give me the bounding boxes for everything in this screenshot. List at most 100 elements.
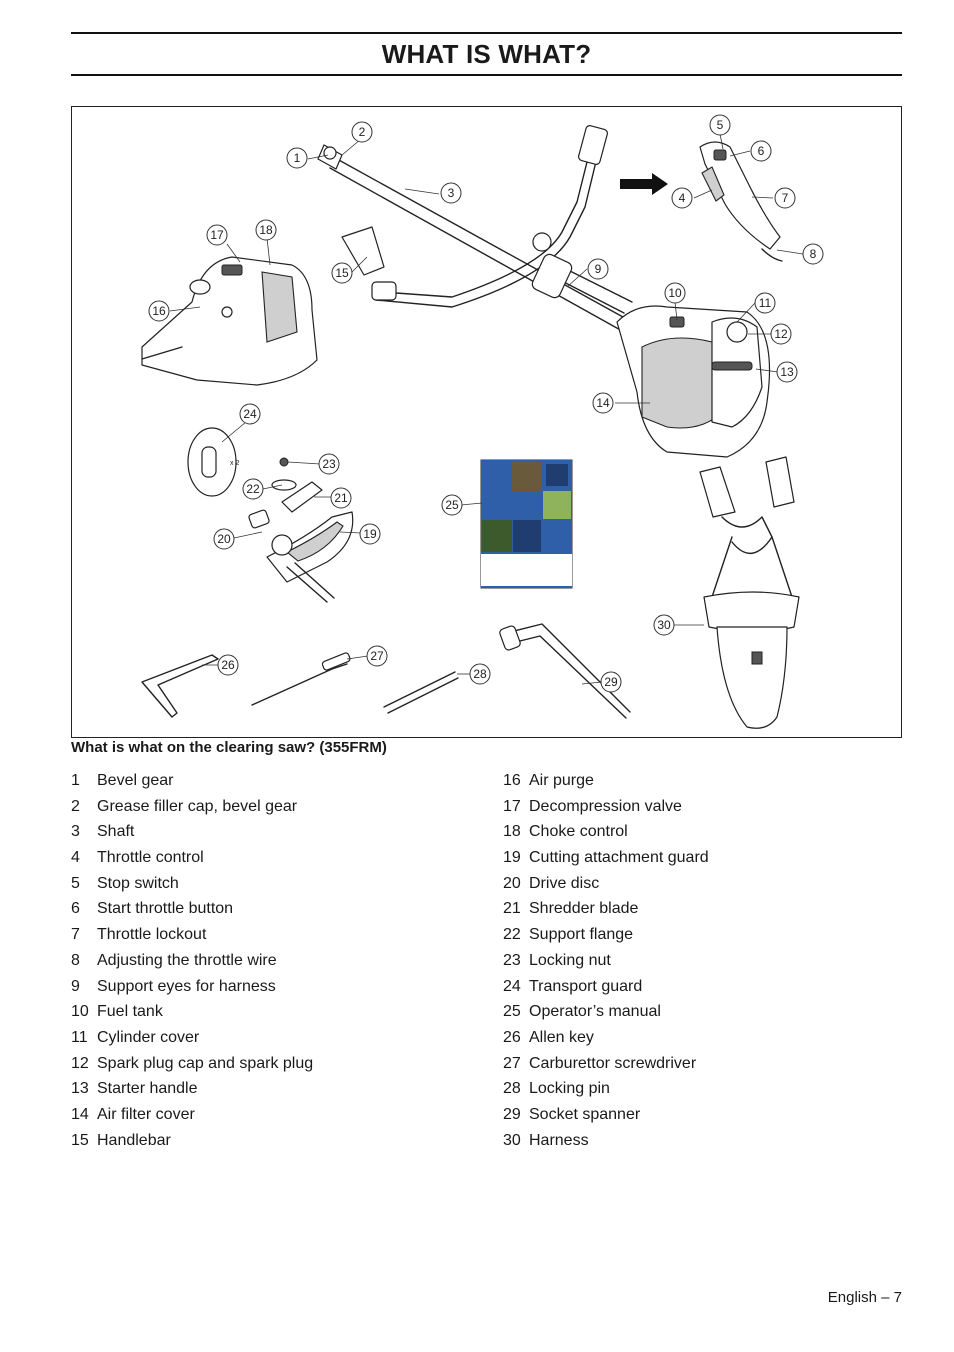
item-number: 7 <box>71 926 80 944</box>
item-number: 17 <box>503 797 521 815</box>
item-label: Grease filler cap, bevel gear <box>97 797 298 815</box>
screwdriver-drawing <box>251 663 348 706</box>
item-label: Locking pin <box>529 1080 610 1098</box>
callout-24: 24 <box>239 403 261 425</box>
svg-text:21: 21 <box>334 491 348 505</box>
item-label: Choke control <box>529 823 628 841</box>
item-number: 16 <box>503 772 521 789</box>
item-number: 19 <box>503 849 521 867</box>
item-label: Air filter cover <box>97 1105 195 1123</box>
item-label: Socket spanner <box>529 1105 641 1123</box>
svg-text:5: 5 <box>717 118 724 132</box>
svg-text:1: 1 <box>294 151 301 165</box>
item-label: Locking nut <box>529 951 611 969</box>
leader-lines <box>169 133 804 685</box>
parts-list-right: 16 Air purge 17 Decompression valve 18 Chok… <box>503 771 709 1156</box>
item-label: Starter handle <box>97 1080 198 1098</box>
svg-text:19: 19 <box>363 527 377 541</box>
svg-text:12: 12 <box>774 327 788 341</box>
callout-20: 20 <box>213 528 235 550</box>
item-label: Operator’s manual <box>529 1003 661 1021</box>
svg-text:10: 10 <box>668 286 682 300</box>
item-number: 30 <box>503 1131 521 1149</box>
svg-text:24: 24 <box>243 407 257 421</box>
item-number: 12 <box>71 1054 89 1072</box>
callout-28: 28 <box>469 663 491 685</box>
item-number: 5 <box>71 874 80 892</box>
svg-text:2: 2 <box>359 125 366 139</box>
callout-25: 25 <box>441 494 463 516</box>
tools-drawing <box>141 623 631 719</box>
engine-drawing <box>531 253 771 458</box>
svg-text:9: 9 <box>595 262 602 276</box>
callout-13: 13 <box>776 361 798 383</box>
allen-key-drawing <box>141 654 219 718</box>
harness-drawing <box>699 456 800 729</box>
item-label: Air purge <box>529 772 594 789</box>
item-label: Drive disc <box>529 874 600 892</box>
item-number: 14 <box>71 1105 89 1123</box>
page-footer: English – 7 <box>827 1289 902 1306</box>
callout-11: 11 <box>754 292 776 314</box>
svg-text:23: 23 <box>322 457 336 471</box>
svg-text:7: 7 <box>782 191 789 205</box>
throttle-handle-drawing <box>699 141 783 262</box>
svg-text:8: 8 <box>810 247 817 261</box>
callout-9: 9 <box>587 258 609 280</box>
list-item: 18 Choke control <box>503 822 709 848</box>
callout-30: 30 <box>653 614 675 636</box>
item-number: 20 <box>503 874 521 892</box>
svg-text:14: 14 <box>596 396 610 410</box>
callout-29: 29 <box>600 671 622 693</box>
callout-19: 19 <box>359 523 381 545</box>
item-label: Support eyes for harness <box>97 977 276 995</box>
callout-27: 27 <box>366 645 388 667</box>
item-label: Bevel gear <box>97 772 174 789</box>
list-item: 20 Drive disc <box>503 874 709 900</box>
svg-text:13: 13 <box>780 365 794 379</box>
item-number: 1 <box>71 772 80 789</box>
svg-text:20: 20 <box>217 532 231 546</box>
svg-text:27: 27 <box>370 649 384 663</box>
item-label: Throttle control <box>97 849 204 867</box>
item-label: Support flange <box>529 926 634 944</box>
callout-15: 15 <box>331 262 353 284</box>
item-number: 18 <box>503 823 521 841</box>
callout-17: 17 <box>206 224 228 246</box>
svg-text:4: 4 <box>679 191 686 205</box>
callout-14: 14 <box>592 392 614 414</box>
item-label: Cutting attachment guard <box>529 849 709 867</box>
svg-text:16: 16 <box>152 304 166 318</box>
callout-21: 21 <box>330 487 352 509</box>
item-label: Decompression valve <box>529 797 682 815</box>
clearing-saw-drawing: x 2 <box>141 114 824 729</box>
svg-text:11: 11 <box>759 296 772 310</box>
item-label: Start throttle button <box>97 900 234 918</box>
item-number: 26 <box>503 1028 521 1046</box>
item-label: Transport guard <box>529 977 643 995</box>
callout-18: 18 <box>255 219 277 241</box>
list-item: 14 Air filter cover <box>71 1105 313 1131</box>
callout-12: 12 <box>770 323 792 345</box>
item-label: Spark plug cap and spark plug <box>97 1054 314 1072</box>
svg-text:25: 25 <box>445 498 459 512</box>
callout-22: 22 <box>242 478 264 500</box>
item-number: 3 <box>71 823 80 841</box>
item-label: Cylinder cover <box>97 1028 200 1046</box>
svg-text:15: 15 <box>335 266 349 280</box>
operators-manual-drawing <box>480 459 573 589</box>
engine-detail-drawing <box>141 256 318 386</box>
